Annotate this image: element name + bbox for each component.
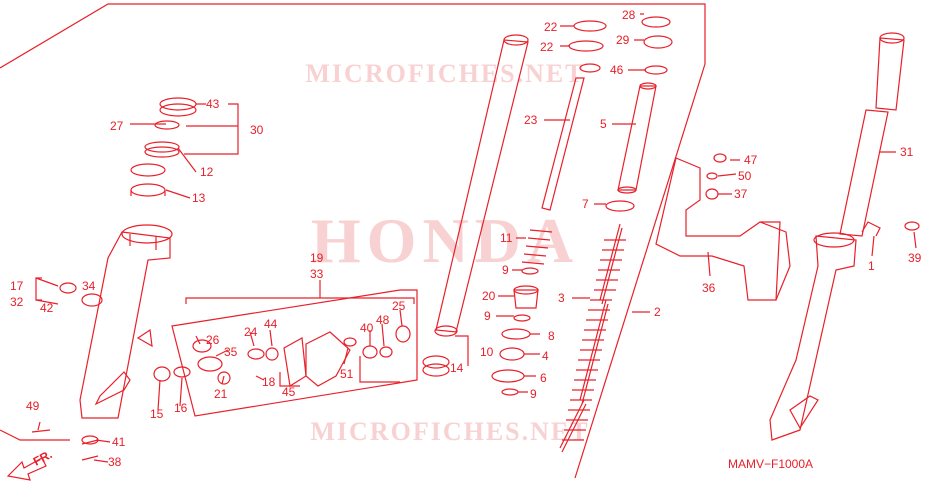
callout-label: 51	[340, 367, 354, 381]
front-direction-label: FR.	[31, 447, 55, 468]
callout-label: 24	[244, 325, 258, 339]
callout-label: 29	[616, 33, 630, 47]
callout-label: 27	[110, 119, 124, 133]
callout-label: 18	[262, 375, 276, 389]
callout-label: 40	[360, 321, 374, 335]
callout-label: 32	[10, 295, 24, 309]
callout-label: 44	[264, 317, 278, 331]
callout-label: 47	[744, 153, 758, 167]
callout-label: 6	[540, 371, 547, 385]
callout-label: 37	[734, 187, 748, 201]
callout-label: 14	[450, 361, 464, 375]
callout-label: 2	[654, 305, 661, 319]
callout-label: 19	[310, 251, 324, 265]
callout-label: 45	[282, 385, 296, 399]
callout-label: 10	[480, 345, 494, 359]
watermark-group: HONDA MICROFICHES.NET MICROFICHES.NET	[305, 59, 589, 446]
callout-labels: 22 22 28 29 46 23 5 7 11 9 20 9 8 4 6 9 …	[10, 8, 922, 469]
front-direction-indicator: FR.	[6, 447, 55, 481]
callout-label: 23	[524, 113, 538, 127]
callout-label: 22	[540, 40, 554, 54]
callout-label: 39	[908, 251, 922, 265]
callout-label: 8	[548, 329, 555, 343]
front-arrow-icon	[6, 457, 47, 481]
callout-label: 41	[112, 435, 126, 449]
callout-label: 43	[206, 97, 220, 111]
callout-label: 38	[108, 455, 122, 469]
drawing-lines	[0, 3, 920, 479]
callout-label: 5	[600, 117, 607, 131]
callout-label: 1	[868, 259, 875, 273]
callout-label: 11	[500, 231, 513, 245]
callout-label: 30	[250, 123, 264, 137]
callout-label: 31	[900, 145, 914, 159]
callout-label: 15	[150, 407, 164, 421]
callout-label: 21	[214, 387, 228, 401]
callout-label: 46	[610, 63, 624, 77]
callout-label: 25	[392, 299, 406, 313]
callout-label: 16	[174, 401, 188, 415]
callout-label: 50	[738, 169, 752, 183]
callout-label: 12	[200, 165, 214, 179]
diagram-code: MAMV−F1000A	[728, 457, 813, 471]
callout-label: 17	[10, 279, 24, 293]
callout-label: 34	[82, 279, 96, 293]
callout-label: 42	[40, 301, 54, 315]
callout-label: 13	[192, 191, 206, 205]
watermark-brand: HONDA	[311, 205, 579, 276]
callout-label: 49	[26, 399, 40, 413]
callout-label: 26	[206, 333, 220, 347]
callout-label: 35	[224, 345, 238, 359]
callout-label: 9	[530, 387, 537, 401]
callout-label: 4	[542, 349, 549, 363]
watermark-site-top: MICROFICHES.NET	[305, 59, 584, 88]
callout-label: 33	[310, 267, 324, 281]
callout-label: 28	[622, 8, 636, 22]
watermark-site-bottom: MICROFICHES.NET	[310, 417, 589, 446]
callout-label: 20	[482, 289, 496, 303]
callout-label: 3	[558, 291, 565, 305]
callout-label: 9	[484, 309, 491, 323]
callout-label: 7	[582, 197, 589, 211]
callout-label: 48	[376, 313, 390, 327]
callout-label: 36	[702, 281, 716, 295]
callout-label: 9	[502, 263, 509, 277]
callout-label: 22	[544, 20, 558, 34]
